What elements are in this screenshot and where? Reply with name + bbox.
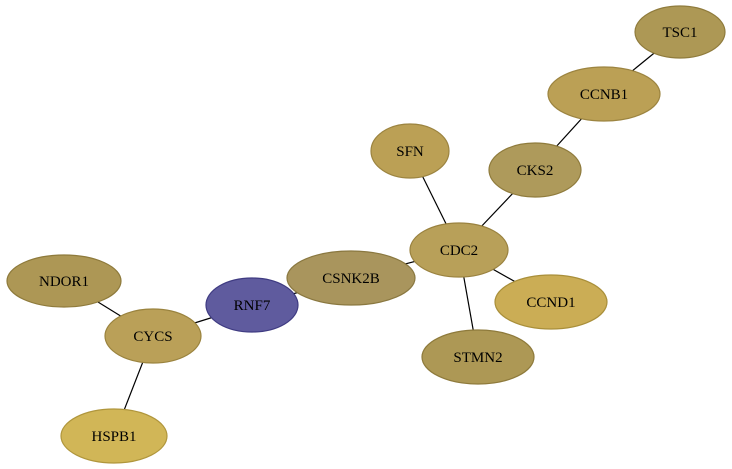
node-shape: [6, 254, 122, 308]
node-shape: [634, 5, 726, 59]
node-shape: [421, 329, 535, 385]
node-shape: [286, 250, 416, 306]
node-cdc2[interactable]: CDC2: [409, 222, 509, 278]
node-label: SFN: [396, 144, 424, 160]
node-shape: [494, 274, 608, 330]
node-csnk2b[interactable]: CSNK2B: [286, 250, 416, 306]
node-rnf7[interactable]: RNF7: [205, 277, 299, 333]
node-label: CKS2: [517, 163, 554, 179]
node-cks2[interactable]: CKS2: [488, 142, 582, 198]
node-shape: [205, 277, 299, 333]
node-sfn[interactable]: SFN: [370, 123, 450, 179]
node-label: CDC2: [440, 243, 478, 259]
node-label: RNF7: [234, 298, 271, 314]
node-tsc1[interactable]: TSC1: [634, 5, 726, 59]
node-label: STMN2: [453, 350, 502, 366]
node-label: CYCS: [133, 329, 172, 345]
node-label: CCNB1: [580, 87, 628, 103]
node-cycs[interactable]: CYCS: [104, 308, 202, 364]
node-label: NDOR1: [39, 274, 89, 290]
node-hspb1[interactable]: HSPB1: [60, 408, 168, 464]
node-label: HSPB1: [91, 429, 136, 445]
node-shape: [547, 66, 661, 122]
node-shape: [60, 408, 168, 464]
node-stmn2[interactable]: STMN2: [421, 329, 535, 385]
node-ccnb1[interactable]: CCNB1: [547, 66, 661, 122]
node-ccnd1[interactable]: CCND1: [494, 274, 608, 330]
node-shape: [488, 142, 582, 198]
node-ndor1[interactable]: NDOR1: [6, 254, 122, 308]
node-shape: [409, 222, 509, 278]
node-label: CSNK2B: [322, 271, 380, 287]
node-label: CCND1: [526, 295, 575, 311]
node-shape: [370, 123, 450, 179]
node-shape: [104, 308, 202, 364]
node-label: TSC1: [662, 25, 697, 41]
